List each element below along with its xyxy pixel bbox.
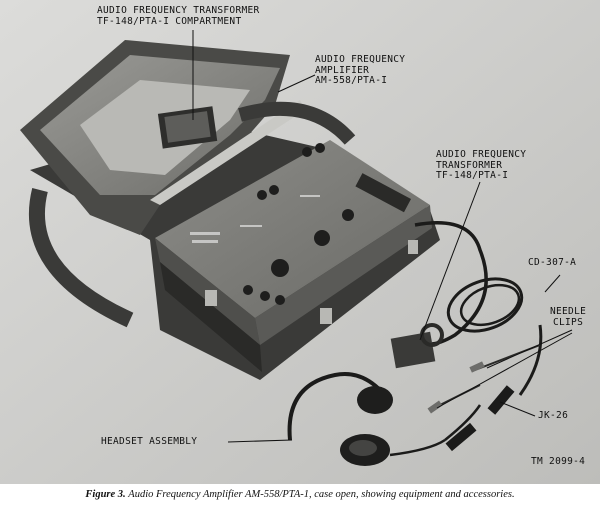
label-line: AM-558/PTA-I (315, 75, 388, 86)
label-line: TF-148/PTA-I (436, 170, 509, 181)
label-line: AUDIO FREQUENCY (436, 149, 527, 160)
label-line: CLIPS (553, 316, 584, 328)
label-line: AUDIO FREQUENCY (315, 54, 406, 65)
figure-number: Figure 3. (85, 489, 126, 500)
figure-caption: Figure 3. Audio Frequency Amplifier AM-5… (0, 489, 600, 500)
label-line: AMPLIFIER (315, 64, 370, 76)
label-cd-307: CD-307-A (528, 257, 577, 268)
label-line: NEEDLE (550, 306, 587, 317)
label-transformer-compartment: AUDIO FREQUENCY TRANSFORMER TF-148/PTA-I… (97, 5, 260, 27)
label-line: AUDIO FREQUENCY TRANSFORMER (97, 5, 260, 16)
equipment-photo (0, 0, 600, 484)
label-headset-assembly: HEADSET ASSEMBLY (101, 436, 198, 447)
label-needle-clips: NEEDLE CLIPS (550, 306, 587, 328)
label-line: TRANSFORMER (436, 159, 503, 171)
caption-text: Audio Frequency Amplifier AM-558/PTA-1, … (128, 489, 515, 500)
label-amplifier: AUDIO FREQUENCY AMPLIFIER AM-558/PTA-I (315, 54, 406, 87)
label-tm-number: TM 2099-4 (531, 456, 586, 467)
label-jk-26: JK-26 (538, 410, 569, 421)
label-transformer: AUDIO FREQUENCY TRANSFORMER TF-148/PTA-I (436, 149, 527, 182)
label-line: TF-148/PTA-I COMPARTMENT (97, 15, 242, 27)
